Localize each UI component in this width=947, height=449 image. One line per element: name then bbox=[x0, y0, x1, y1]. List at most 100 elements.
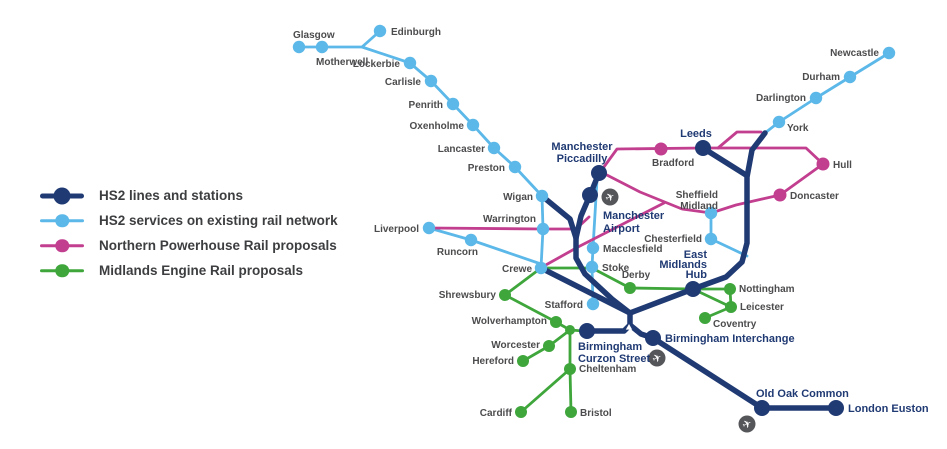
line-existing-chesterfield-sheffield bbox=[709, 211, 749, 258]
station-label-sheffield-midland: Midland bbox=[680, 201, 718, 212]
station-label-doncaster: Doncaster bbox=[790, 191, 839, 202]
line-hs2-east-midlands-hub-north bbox=[690, 130, 768, 292]
legend-item-npr: Northern Powerhouse Rail proposals bbox=[40, 233, 338, 258]
station-dot-wolverhampton bbox=[550, 316, 562, 328]
station-label-chesterfield: Chesterfield bbox=[644, 234, 702, 245]
station-dot-east-midlands-hub bbox=[685, 281, 701, 297]
station-label-old-oak-common: Old Oak Common bbox=[756, 388, 849, 400]
station-dot-cheltenham bbox=[564, 363, 576, 375]
birmingham-airport-icon-glyph: ✈ bbox=[651, 351, 664, 366]
station-dot-bristol bbox=[565, 406, 577, 418]
station-dot-york bbox=[772, 115, 786, 129]
legend-item-mer: Midlands Engine Rail proposals bbox=[40, 258, 338, 283]
station-label-east-midlands-hub: East bbox=[684, 249, 708, 261]
station-dot-leeds bbox=[695, 140, 711, 156]
legend-item-existing: HS2 services on existing rail network bbox=[40, 208, 338, 233]
station-dot-coventry bbox=[699, 312, 711, 324]
station-label-leeds: Leeds bbox=[680, 128, 712, 140]
station-label-darlington: Darlington bbox=[756, 93, 806, 104]
station-dot-chesterfield bbox=[704, 232, 718, 246]
station-label-preston: Preston bbox=[468, 163, 505, 174]
line-mer-cardiff-cheltenham bbox=[519, 367, 572, 414]
station-label-hereford: Hereford bbox=[472, 356, 514, 367]
line-existing-manchester-macclesfield-stafford bbox=[590, 178, 599, 306]
station-dot-manchester-piccadilly bbox=[591, 165, 607, 181]
legend-dot-mer bbox=[55, 263, 69, 278]
station-label-crewe: Crewe bbox=[502, 264, 532, 275]
line-hs2-junction-east-midlands-hub bbox=[627, 286, 696, 316]
station-label-manchester-airport: Airport bbox=[603, 223, 640, 235]
legend-label-existing: HS2 services on existing rail network bbox=[99, 213, 338, 228]
line-npr-leeds-hull bbox=[701, 146, 825, 166]
station-dot-glasgow bbox=[292, 40, 306, 54]
station-label-glasgow: Glasgow bbox=[293, 30, 335, 41]
station-dot-liverpool bbox=[422, 221, 436, 235]
station-dot-preston bbox=[508, 160, 522, 174]
legend-label-hs2: HS2 lines and stations bbox=[99, 188, 244, 203]
birmingham-airport-icon: ✈ bbox=[648, 349, 666, 367]
station-label-bradford: Bradford bbox=[652, 158, 694, 169]
station-label-stoke: Stoke bbox=[602, 263, 630, 274]
line-npr-liverpool-warrington-manchester bbox=[427, 215, 591, 231]
station-dot-stoke bbox=[585, 260, 599, 274]
line-npr-manchester-bradford-leeds bbox=[599, 146, 705, 173]
station-label-birmingham-curzon-street: Birmingham bbox=[578, 341, 642, 353]
station-label-coventry: Coventry bbox=[713, 319, 757, 330]
station-label-wigan: Wigan bbox=[503, 192, 533, 203]
station-label-birmingham-interchange: Birmingham Interchange bbox=[665, 333, 795, 345]
line-mer-crewe-stoke-derby-emh bbox=[539, 266, 695, 291]
line-npr-manchester-sheffield bbox=[599, 170, 713, 215]
station-label-hull: Hull bbox=[833, 160, 852, 171]
station-label-runcorn: Runcorn bbox=[437, 247, 478, 258]
line-mer-crewe-shrewsbury bbox=[503, 266, 543, 297]
station-label-penrith: Penrith bbox=[409, 100, 443, 111]
station-dot-nottingham bbox=[724, 283, 736, 295]
station-dot-worcester bbox=[543, 340, 555, 352]
line-existing-liverpool-runcorn-crewe bbox=[427, 226, 543, 266]
station-dot-carlisle bbox=[424, 74, 438, 88]
station-label-manchester-airport: Manchester bbox=[603, 210, 665, 222]
station-dot-stafford bbox=[586, 297, 600, 311]
station-label-carlisle: Carlisle bbox=[385, 77, 422, 88]
station-dot-penrith bbox=[446, 97, 460, 111]
line-hs2-manchester-leg bbox=[573, 170, 602, 241]
station-label-sheffield-midland: Sheffield bbox=[676, 190, 718, 201]
station-label-manchester-piccadilly: Piccadilly bbox=[557, 153, 609, 165]
legend-label-npr: Northern Powerhouse Rail proposals bbox=[99, 238, 337, 253]
birmingham-airport-icon-badge bbox=[648, 349, 666, 367]
station-dot-crewe bbox=[534, 261, 548, 275]
station-dot-hull bbox=[816, 157, 830, 171]
station-dot-sheffield-midland bbox=[704, 206, 718, 220]
station-label-east-midlands-hub: Midlands bbox=[659, 259, 707, 271]
legend-swatch-existing-icon bbox=[40, 212, 84, 230]
station-dot-birmingham-green-junction bbox=[565, 325, 575, 335]
station-dot-cardiff bbox=[515, 406, 527, 418]
station-label-stafford: Stafford bbox=[545, 300, 583, 311]
station-dot-warrington bbox=[536, 222, 550, 236]
legend-swatch-hs2-icon bbox=[40, 187, 84, 205]
station-dot-hereford bbox=[517, 355, 529, 367]
station-label-york: York bbox=[787, 123, 809, 134]
station-dot-motherwell bbox=[315, 40, 329, 54]
line-mer-shrewsbury-wolverhampton-birmingham bbox=[503, 293, 586, 333]
station-label-east-midlands-hub: Hub bbox=[686, 269, 708, 281]
station-dot-doncaster bbox=[773, 188, 787, 202]
heathrow-airport-icon-glyph: ✈ bbox=[741, 417, 754, 432]
legend-item-hs2: HS2 lines and stations bbox=[40, 183, 338, 208]
line-npr-sheffield-doncaster-hull bbox=[709, 162, 825, 215]
station-label-lockerbie: Lockerbie bbox=[353, 59, 401, 70]
line-hs2-wigan-leg bbox=[539, 193, 633, 316]
legend-label-mer: Midlands Engine Rail proposals bbox=[99, 263, 304, 278]
station-dot-manchester-airport bbox=[582, 187, 598, 203]
tunnel-marker-icon bbox=[625, 324, 633, 330]
station-label-worcester: Worcester bbox=[491, 340, 540, 351]
heathrow-airport-icon-badge bbox=[738, 415, 756, 433]
station-dot-oxenholme bbox=[466, 118, 480, 132]
station-label-manchester-piccadilly: Manchester bbox=[551, 141, 613, 153]
station-dot-newcastle bbox=[882, 46, 896, 60]
station-label-derby: Derby bbox=[622, 270, 651, 281]
station-dot-london-euston bbox=[828, 400, 844, 416]
